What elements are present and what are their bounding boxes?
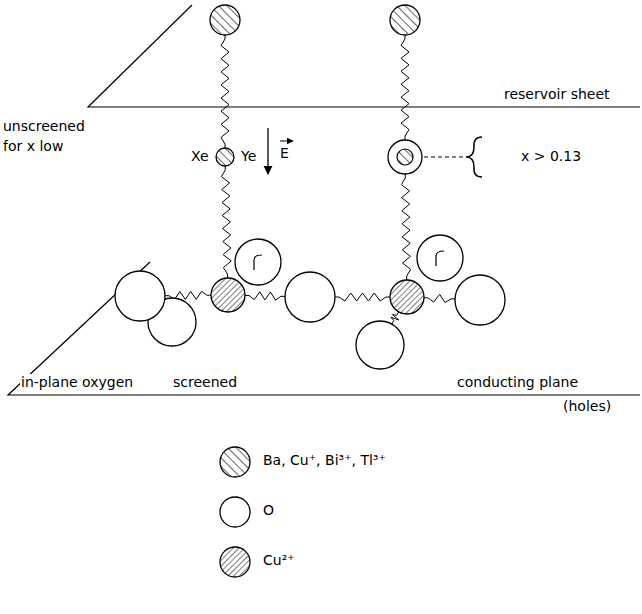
plane-outline bbox=[8, 262, 640, 395]
plane-label: in-plane oxygen bbox=[20, 374, 134, 391]
spin-mark bbox=[436, 251, 444, 266]
note-label: for x low bbox=[2, 138, 64, 155]
bond-spring bbox=[401, 174, 410, 280]
axis-label: Xe bbox=[190, 148, 210, 165]
legend-text: O bbox=[262, 502, 275, 519]
doping-label: x > 0.13 bbox=[520, 148, 582, 165]
bond-spring bbox=[335, 293, 390, 301]
plane-outline bbox=[88, 5, 640, 107]
field-label: E bbox=[279, 145, 290, 162]
legend-text: Cu²⁺ bbox=[262, 552, 296, 569]
atom-circle bbox=[417, 235, 463, 281]
legend-text: Ba, Cu⁺, Bi³⁺, Tl³⁺ bbox=[262, 452, 387, 469]
atom-circle bbox=[211, 278, 245, 312]
note-label: (holes) bbox=[562, 398, 612, 415]
legend-sample bbox=[220, 547, 250, 577]
bond-spring bbox=[401, 35, 409, 140]
bond-spring bbox=[424, 294, 455, 302]
bond-spring bbox=[245, 292, 285, 300]
atom-circle bbox=[455, 275, 505, 325]
brace bbox=[466, 137, 482, 177]
atom-circle bbox=[285, 272, 335, 322]
atom-circle bbox=[210, 5, 240, 35]
note-label: unscreened bbox=[2, 118, 86, 135]
ion-core bbox=[397, 149, 413, 165]
plane-label: reservoir sheet bbox=[503, 86, 611, 103]
plane-label: conducting plane bbox=[456, 374, 579, 391]
note-label: screened bbox=[172, 374, 238, 391]
bond-spring bbox=[221, 166, 231, 278]
atom-circle bbox=[216, 148, 234, 166]
spin-mark bbox=[254, 255, 262, 270]
atom-circle bbox=[235, 239, 281, 285]
legend-sample bbox=[220, 447, 250, 477]
bond-spring bbox=[221, 35, 229, 148]
atom-circle bbox=[115, 271, 165, 321]
axis-label: Ye bbox=[240, 148, 257, 165]
vector-mark bbox=[280, 141, 293, 142]
atom-circle bbox=[390, 280, 424, 314]
legend-sample bbox=[220, 497, 250, 527]
bond-spring bbox=[391, 312, 399, 324]
atom-circle bbox=[388, 140, 422, 174]
atom-circle bbox=[356, 321, 404, 369]
dashed-leader bbox=[424, 157, 463, 158]
field-arrow bbox=[267, 128, 268, 174]
atom-circle bbox=[390, 5, 420, 35]
